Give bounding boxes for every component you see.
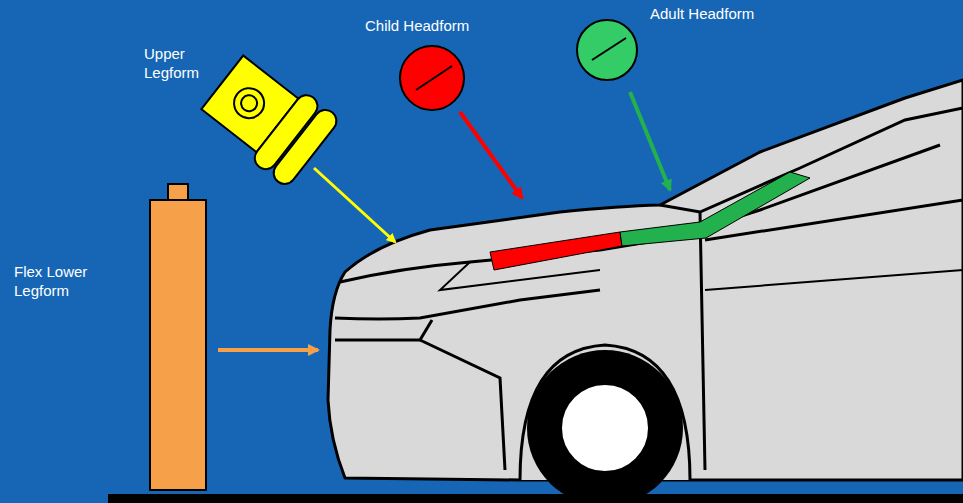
upper-legform <box>195 48 341 189</box>
adult-headform-label: Adult Headform <box>650 4 754 23</box>
impact-arrow <box>630 92 670 190</box>
lower-legform <box>150 200 206 490</box>
legform-cap <box>168 184 188 200</box>
lower-legform-label: Flex Lower Legform <box>14 262 106 300</box>
tyre <box>527 350 683 503</box>
ground-line <box>108 494 963 503</box>
child-headform-label: Child Headform <box>365 16 469 35</box>
impact-arrow <box>218 348 318 352</box>
adult-head-zone <box>620 172 810 246</box>
wheel-rim <box>561 384 649 472</box>
impact-arrow <box>460 112 522 198</box>
impact-arrow <box>314 168 395 242</box>
child-head-zone <box>490 232 622 270</box>
car <box>328 80 963 480</box>
upper-legform-label: Upper Legform <box>144 44 214 82</box>
child-headform <box>400 46 464 110</box>
adult-headform <box>577 20 637 80</box>
